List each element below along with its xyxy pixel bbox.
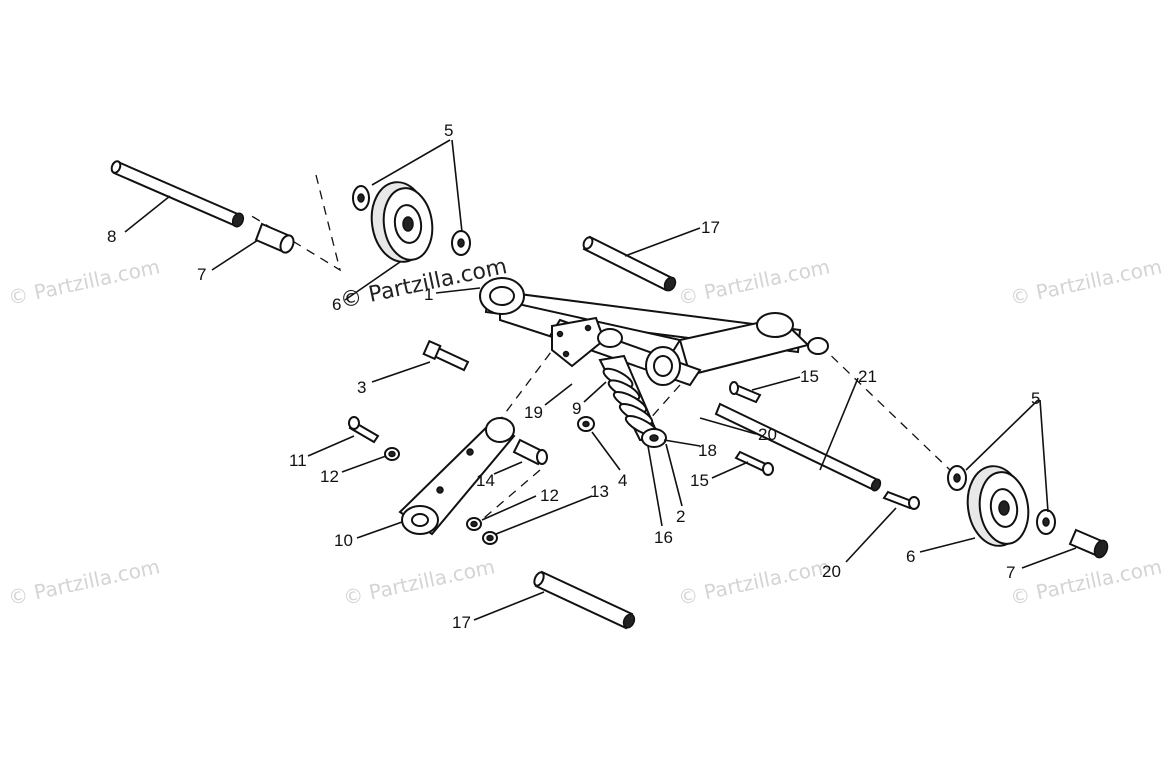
part-10-link-arm <box>398 417 516 536</box>
callout-2: 2 <box>676 507 685 526</box>
callout-9: 9 <box>572 399 581 418</box>
part-16-shock-absorber <box>598 354 667 448</box>
watermark: © Partzilla.com <box>1008 254 1164 310</box>
callout-14: 14 <box>476 471 495 490</box>
callout-13: 13 <box>590 482 609 501</box>
callout-3: 3 <box>357 378 366 397</box>
spring-coils <box>602 367 660 437</box>
callout-15-upper: 15 <box>800 367 819 386</box>
callout-17-top: 17 <box>701 218 720 237</box>
part-4-nut <box>577 416 595 432</box>
callout-6-right: 6 <box>906 547 915 566</box>
callout-18: 18 <box>698 441 717 460</box>
part-17-rod-upper <box>582 235 677 292</box>
part-14-bushing <box>512 438 548 466</box>
callout-10: 10 <box>334 531 353 550</box>
watermark: © Partzilla.com <box>676 554 832 610</box>
callout-12-left: 12 <box>320 467 339 486</box>
callout-17-bottom: 17 <box>452 613 471 632</box>
callout-20-upper: 20 <box>758 425 777 444</box>
callout-8: 8 <box>107 227 116 246</box>
part-8-axle-rod <box>110 160 245 228</box>
part-6-idler-wheel-lower <box>947 465 1056 547</box>
callout-6-left: 6 <box>332 295 341 314</box>
part-17-rod-lower <box>533 570 636 630</box>
part-6-idler-wheel-upper <box>352 181 471 263</box>
part-3-bolt <box>422 339 470 372</box>
callout-7-left: 7 <box>197 265 206 284</box>
callout-19: 19 <box>524 403 543 422</box>
callout-4: 4 <box>618 471 627 490</box>
callout-21: 21 <box>858 367 877 386</box>
callout-7-right: 7 <box>1006 563 1015 582</box>
part-1-rear-arm <box>479 277 829 387</box>
part-7-spacer <box>254 222 295 254</box>
part-7-spacer-right <box>1068 528 1109 559</box>
leader-lines <box>124 139 1077 621</box>
callout-5-top: 5 <box>444 121 453 140</box>
part-12-washer-left <box>384 447 400 461</box>
part-15-bolt-lower <box>734 450 774 476</box>
watermark: © Partzilla.com <box>341 554 497 610</box>
callouts: 5 8 7 6 1 17 3 15 21 19 9 20 18 5 11 12 … <box>107 121 1040 632</box>
callout-1: 1 <box>424 285 433 304</box>
watermark: © Partzilla.com <box>6 554 162 610</box>
part-21-axle-rod <box>714 402 882 492</box>
part-13-nut <box>482 531 498 545</box>
callout-16: 16 <box>654 528 673 547</box>
watermark: © Partzilla.com <box>6 254 162 310</box>
callout-12-right: 12 <box>540 486 559 505</box>
part-15-bolt-upper <box>729 381 762 404</box>
callout-20-lower: 20 <box>822 562 841 581</box>
callout-11: 11 <box>289 451 307 470</box>
part-12-washer-right <box>466 517 482 531</box>
callout-5-right: 5 <box>1031 389 1040 408</box>
watermark: © Partzilla.com <box>676 254 832 310</box>
part-20-bolt <box>882 490 920 510</box>
watermark: © Partzilla.com <box>1008 554 1164 610</box>
callout-15-lower: 15 <box>690 471 709 490</box>
part-11-bolt <box>348 416 380 444</box>
